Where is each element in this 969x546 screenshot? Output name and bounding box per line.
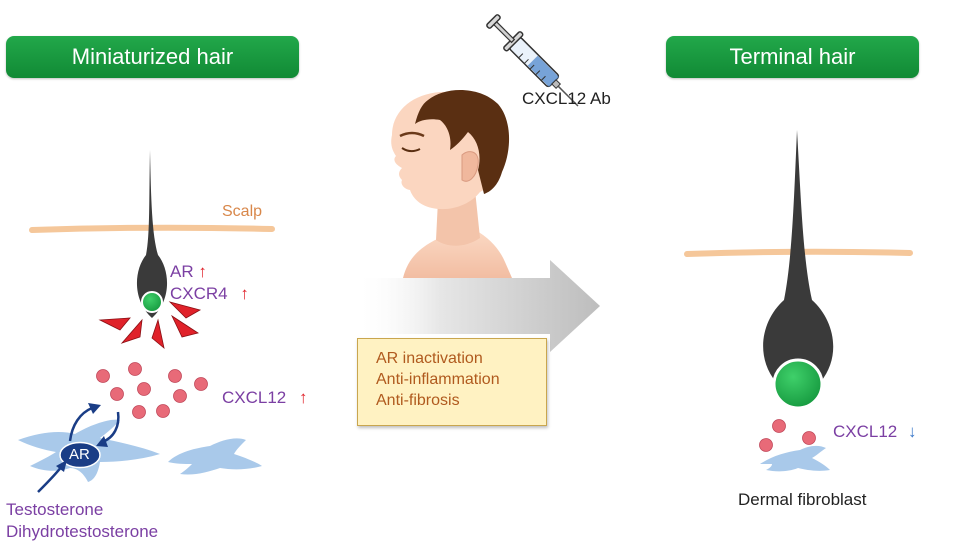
ar-label: AR ↑: [170, 262, 207, 282]
scalp-label: Scalp: [222, 203, 263, 220]
cxcl12-right-text: CXCL12: [833, 422, 898, 441]
dermal-papilla-large: [772, 358, 824, 410]
fibroblast-right: [760, 445, 830, 472]
effect-ar-inactivation: AR inactivation: [376, 350, 483, 367]
cxcl12-dots-left: [96, 362, 208, 419]
ar-text: AR: [170, 262, 194, 281]
ar-cycle-arrowheads: [56, 403, 108, 472]
title-terminal-hair: Terminal hair: [729, 44, 856, 69]
effect-anti-fibrosis: Anti-fibrosis: [376, 392, 460, 409]
ar-up-arrow: ↑: [198, 262, 207, 281]
cxcl12-dots-right: [759, 419, 816, 452]
title-miniaturized-hair: Miniaturized hair: [71, 44, 234, 69]
treatment-arrow: [355, 260, 600, 352]
effect-anti-inflammation: Anti-inflammation: [376, 371, 500, 388]
inflammation-arrows: [98, 301, 202, 350]
dermal-fibroblast-label: Dermal fibroblast: [738, 490, 867, 509]
cxcr4-up-arrow: ↑: [240, 284, 249, 303]
hormone-dihydrotestosterone: Dihydrotestosterone: [6, 522, 159, 541]
syringe-illustration: [486, 14, 579, 107]
dermal-papilla-small: [141, 291, 163, 313]
cxcl12-right-down-arrow: ↓: [908, 422, 917, 441]
terminal-follicle: [763, 130, 834, 400]
title-banner-miniaturized: Miniaturized hair: [6, 36, 299, 78]
cxcl12-left-up-arrow: ↑: [299, 388, 308, 407]
injection-label: CXCL12 Ab: [522, 89, 611, 108]
cxcr4-text: CXCR4: [170, 284, 228, 303]
miniaturized-follicle: [136, 150, 168, 318]
treatment-effects-box: AR inactivation Anti-inflammation Anti-f…: [357, 338, 547, 426]
cxcl12-left-label: CXCL12 ↑: [222, 388, 308, 408]
title-banner-terminal: Terminal hair: [666, 36, 919, 78]
cxcr4-label: CXCR4 ↑: [170, 284, 249, 304]
fibroblast-left-2: [168, 438, 262, 475]
cxcl12-left-text: CXCL12: [222, 388, 287, 407]
hormone-testosterone: Testosterone: [6, 500, 104, 519]
ar-receptor-label: AR: [69, 446, 90, 463]
patient-illustration: [391, 89, 512, 278]
ar-receptor: [59, 441, 101, 469]
cxcl12-right-label: CXCL12 ↓: [833, 422, 917, 442]
